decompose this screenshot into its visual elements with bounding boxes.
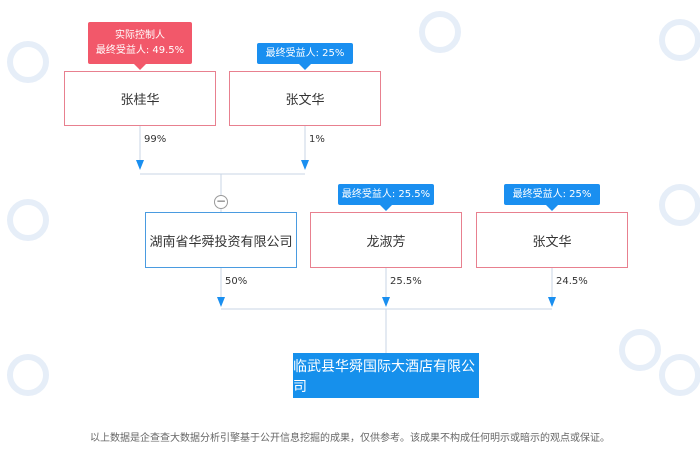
percent-label: 24.5%	[556, 276, 588, 287]
shareholder-box-hunan-huashun[interactable]: 湖南省华舜投资有限公司	[145, 212, 297, 268]
shareholder-name: 张桂华	[120, 93, 160, 108]
shareholder-box-zhang-wenhua-top[interactable]: 张文华	[229, 71, 381, 126]
shareholder-box-long-shufang[interactable]: 龙淑芳	[310, 212, 462, 268]
shareholder-name: 张文华	[532, 234, 572, 250]
beneficiary-tag-zhang-wenhua-bottom: 最终受益人: 25%	[504, 184, 600, 205]
arrow-head	[301, 160, 309, 170]
collapse-toggle-icon[interactable]: −	[214, 194, 228, 209]
tag-line-beneficiary: 最终受益人: 49.5%	[95, 45, 185, 56]
percent-label: 25.5%	[390, 276, 422, 287]
percent-label: 1%	[309, 134, 325, 145]
target-company-box[interactable]: 临武县华舜国际大酒店有限公司	[293, 353, 479, 398]
company-name: 湖南省华舜投资有限公司	[149, 234, 293, 250]
tag-line-controller: 实际控制人	[115, 30, 165, 41]
disclaimer-note: 以上数据是企查查大数据分析引擎基于公开信息挖掘的成果，仅供参考。该成果不构成任何…	[90, 433, 610, 444]
tag-pointers	[134, 64, 558, 211]
arrow-head	[548, 297, 556, 307]
shareholder-box-zhang-guihua[interactable]: 张桂华	[64, 71, 216, 126]
arrow-head	[217, 297, 225, 307]
shareholder-name: 龙淑芳	[366, 234, 406, 250]
tag-line-beneficiary: 最终受益人: 25%	[512, 189, 592, 200]
watermark-logos	[7, 11, 700, 396]
shareholder-name: 张文华	[285, 93, 325, 108]
arrow-head	[382, 297, 390, 307]
shareholder-box-zhang-wenhua-bottom[interactable]: 张文华	[476, 212, 628, 268]
beneficiary-tag-long-shufang: 最终受益人: 25.5%	[338, 184, 434, 205]
percent-label: 50%	[225, 276, 248, 287]
tag-line-beneficiary: 最终受益人: 25.5%	[341, 189, 431, 200]
arrowheads	[136, 160, 556, 307]
percent-label: 99%	[144, 134, 167, 145]
beneficiary-tag-zhang-guihua: 实际控制人 最终受益人: 49.5%	[88, 22, 192, 64]
arrow-head	[136, 160, 144, 170]
target-company-name: 临武县华舜国际大酒店有限公司	[293, 358, 475, 395]
beneficiary-tag-zhang-wenhua-top: 最终受益人: 25%	[257, 43, 353, 64]
tag-line-beneficiary: 最终受益人: 25%	[265, 48, 345, 59]
